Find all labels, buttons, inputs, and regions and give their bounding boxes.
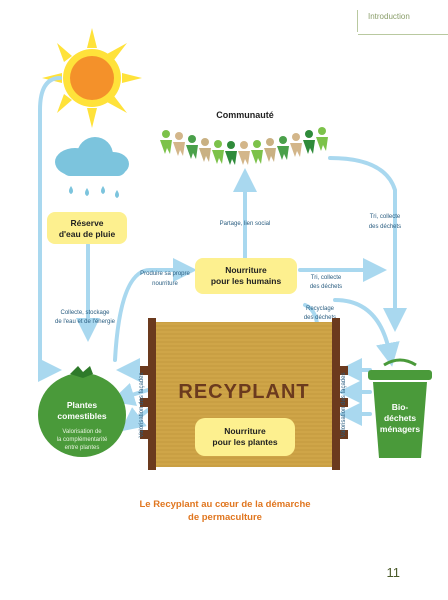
facade-left-label: Valorisation des façades <box>139 373 145 438</box>
page-number: 11 <box>386 565 401 580</box>
plants-sub-1: Valorisation de <box>62 429 102 435</box>
plants-sub-3: entre plantes <box>65 445 100 451</box>
rainwater-label-1: Réserve <box>70 218 103 228</box>
community-label: Communauté <box>216 110 274 120</box>
flow-arrows <box>37 76 407 432</box>
tomato-icon <box>38 366 126 457</box>
produce-label-2: nourriture <box>152 281 178 287</box>
header-divider <box>358 34 448 35</box>
sort-top-label-2: des déchets <box>369 224 401 230</box>
share-label: Partage, lien social <box>220 221 271 227</box>
figure-caption: Le Recyplant au cœur de la démarche de p… <box>120 498 330 524</box>
rainwater-box <box>47 212 127 244</box>
plant-food-label-1: Nourriture <box>224 426 266 436</box>
human-food-label-1: Nourriture <box>225 265 267 275</box>
recycle-label-1: Recyclage <box>306 306 335 312</box>
human-food-box <box>195 258 297 294</box>
section-title: Introduction <box>368 12 410 21</box>
sort-top-label-1: Tri, collecte <box>370 214 401 220</box>
biowaste-label-1: Bio- <box>392 402 409 412</box>
caption-line-1: Le Recyplant au cœur de la démarche <box>139 499 311 510</box>
caption-line-2: de permaculture <box>188 512 262 523</box>
recyplant-title: RECYPLANT <box>178 381 309 403</box>
facade-right-label: Valorisation des façades <box>341 373 347 438</box>
trash-bin-icon <box>368 358 432 458</box>
plants-sub-2: la complémentarité <box>57 437 108 443</box>
sort-mid-label-2: des déchets <box>310 284 342 290</box>
rainwater-label-2: d'eau de pluie <box>59 229 116 239</box>
plants-label-2: comestibles <box>57 411 106 421</box>
biowaste-label-3: ménagers <box>380 424 420 434</box>
plants-label-1: Plantes <box>67 400 98 410</box>
produce-label-1: Produire sa propre <box>140 271 190 277</box>
plant-food-box <box>195 418 295 456</box>
sun-icon <box>42 28 142 128</box>
sort-mid-label-1: Tri, collecte <box>311 275 342 281</box>
biowaste-label-2: déchets <box>384 413 416 423</box>
rain-cloud-icon <box>55 137 129 198</box>
collect-label-1: Collecte, stockage <box>60 310 110 316</box>
plant-food-label-2: pour les plantes <box>212 437 277 447</box>
human-food-label-2: pour les humains <box>211 276 282 286</box>
recycle-label-2: des déchets <box>304 315 336 321</box>
section-header: Introduction <box>357 10 448 35</box>
collect-label-2: de l'eau et de l'énergie <box>55 319 116 325</box>
community-people-icon <box>160 127 328 165</box>
